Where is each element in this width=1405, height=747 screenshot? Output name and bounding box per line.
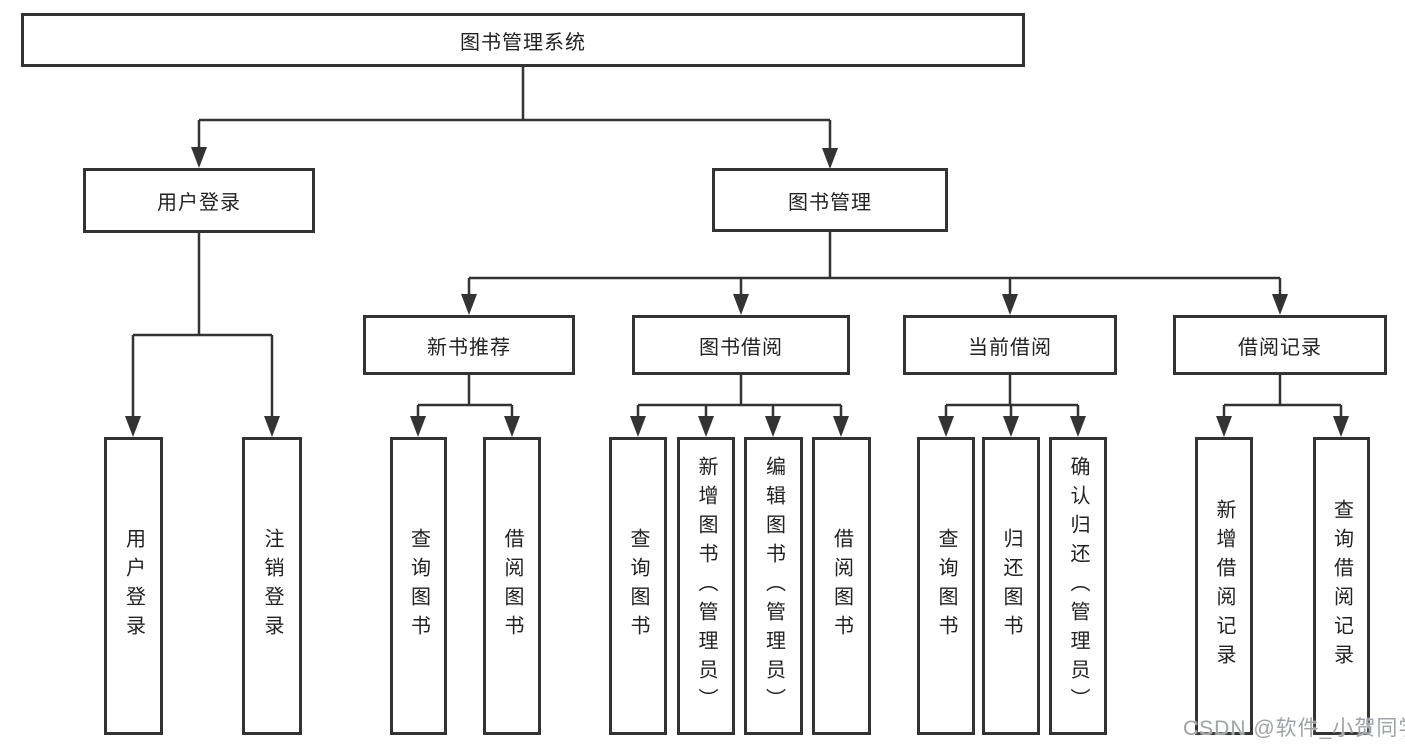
leaf-confirm-return-admin: 确认归还（管理员） xyxy=(1049,437,1107,735)
node-label: 注销登录 xyxy=(261,528,283,644)
node-label: 归还图书 xyxy=(1000,528,1022,644)
leaf-recommend-query-books: 查询图书 xyxy=(390,437,447,735)
node-label: 图书借阅 xyxy=(699,336,783,359)
leaf-current-query-books: 查询图书 xyxy=(917,437,975,735)
leaf-query-borrow-record: 查询借阅记录 xyxy=(1313,437,1370,735)
node-label: 查询图书 xyxy=(407,528,430,644)
node-label: 用户登录 xyxy=(122,528,145,644)
leaf-add-borrow-record: 新增借阅记录 xyxy=(1195,437,1253,735)
leaf-borrow-books: 借阅图书 xyxy=(812,437,871,735)
node-book-borrowing: 图书借阅 xyxy=(632,315,850,375)
leaf-edit-books-admin: 编辑图书（管理员） xyxy=(744,437,803,735)
node-label: 查询图书 xyxy=(627,528,649,644)
node-new-book-recommend: 新书推荐 xyxy=(363,315,575,375)
node-label: 新增借阅记录 xyxy=(1213,499,1235,673)
leaf-borrow-query-books: 查询图书 xyxy=(609,437,667,735)
node-label: 借阅图书 xyxy=(501,528,523,644)
node-label: 图书管理 xyxy=(788,191,872,214)
node-label: 借阅图书 xyxy=(830,528,853,644)
node-label: 查询借阅记录 xyxy=(1330,499,1353,673)
leaf-logout: 注销登录 xyxy=(242,437,302,735)
node-current-borrowing: 当前借阅 xyxy=(903,315,1117,375)
leaf-recommend-borrow-books: 借阅图书 xyxy=(483,437,541,735)
node-label: 编辑图书（管理员） xyxy=(762,455,785,717)
node-root-system: 图书管理系统 xyxy=(21,13,1025,67)
node-label: 确认归还（管理员） xyxy=(1067,455,1089,717)
node-label: 借阅记录 xyxy=(1238,336,1322,359)
node-label: 用户登录 xyxy=(157,192,241,214)
node-label: 新书推荐 xyxy=(427,336,511,359)
node-label: 当前借阅 xyxy=(968,336,1052,359)
leaf-return-books: 归还图书 xyxy=(982,437,1040,735)
node-label: 新增图书（管理员） xyxy=(695,455,717,717)
node-user-login-module: 用户登录 xyxy=(83,168,315,233)
csdn-watermark: CSDN @软件_小贺同学 xyxy=(1183,717,1405,740)
leaf-add-books-admin: 新增图书（管理员） xyxy=(677,437,735,735)
node-book-management-module: 图书管理 xyxy=(712,168,948,232)
node-borrowing-records: 借阅记录 xyxy=(1173,315,1387,375)
node-label: 图书管理系统 xyxy=(460,31,586,54)
node-label: 查询图书 xyxy=(935,528,957,644)
leaf-user-login: 用户登录 xyxy=(104,437,163,735)
